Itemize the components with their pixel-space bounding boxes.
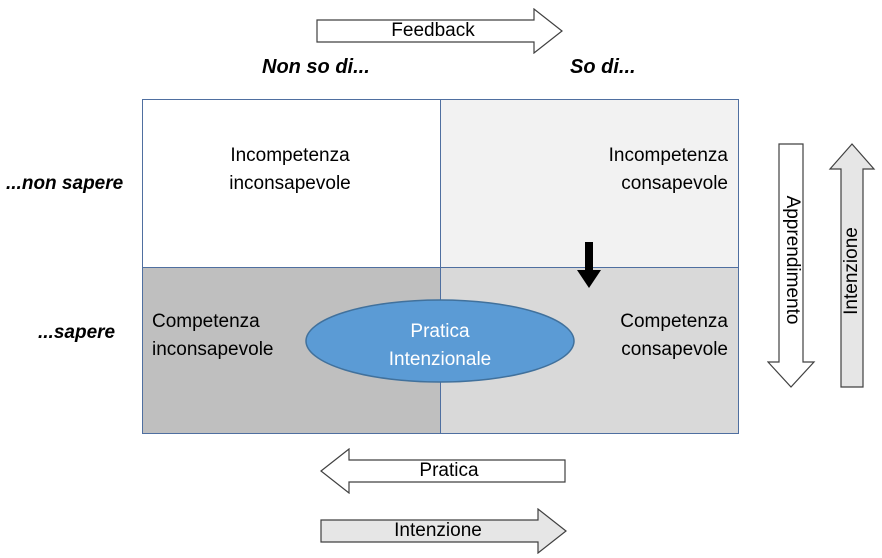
row-heading-top: ...non sapere	[6, 173, 124, 194]
apprendimento-arrow	[767, 143, 816, 388]
quadrant-bottom-right-line1: Competenza	[620, 311, 728, 332]
quadrant-top-left-line1: Incompetenza	[230, 145, 350, 166]
intenzione-bottom-label: Intenzione	[394, 520, 482, 541]
row-heading-bottom: ...sapere	[38, 322, 116, 343]
ellipse-text: Pratica Intenzionale	[304, 318, 576, 374]
quadrant-top-left-line2: inconsapevole	[229, 173, 351, 194]
ellipse-line1: Pratica	[410, 321, 470, 342]
down-arrow-icon	[577, 242, 601, 288]
quadrant-top-left	[142, 99, 440, 267]
quadrant-bottom-right-line2: consapevole	[621, 339, 728, 360]
quadrant-top-right	[440, 99, 739, 267]
quadrant-top-left-text: Incompetenza inconsapevole	[190, 142, 390, 198]
feedback-label: Feedback	[391, 20, 475, 41]
quadrant-bottom-right-text: Competenza consapevole	[528, 308, 728, 364]
intenzione-right-label: Intenzione	[841, 227, 862, 315]
column-heading-left: Non so di...	[262, 56, 370, 78]
quadrant-top-right-line2: consapevole	[621, 173, 728, 194]
feedback-arrow	[316, 8, 563, 54]
quadrant-bottom-left-text: Competenza inconsapevole	[152, 308, 352, 364]
apprendimento-label: Apprendimento	[782, 195, 803, 325]
quadrant-bottom-left-line1: Competenza	[152, 311, 260, 332]
intenzione-right-arrow	[828, 143, 876, 388]
quadrant-top-right-line1: Incompetenza	[608, 145, 728, 166]
pratica-intenzionale-ellipse	[305, 299, 575, 383]
intenzione-bottom-arrow	[320, 508, 567, 554]
quadrant-top-right-text: Incompetenza consapevole	[528, 142, 728, 198]
pratica-arrow	[320, 448, 566, 494]
ellipse-line2: Intenzionale	[388, 349, 492, 370]
pratica-label: Pratica	[419, 460, 479, 481]
quadrant-bottom-left-line2: inconsapevole	[152, 339, 274, 360]
column-heading-right: So di...	[570, 56, 636, 78]
